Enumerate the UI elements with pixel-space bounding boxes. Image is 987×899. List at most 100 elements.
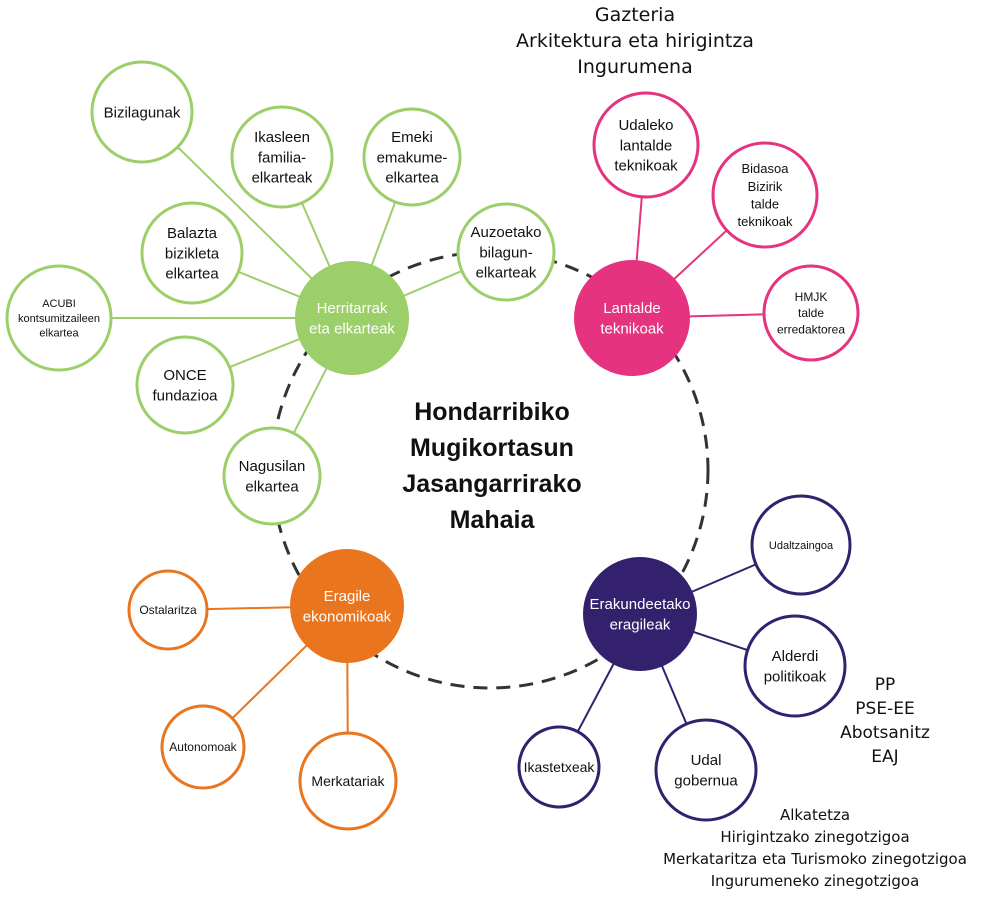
hub-label-line: Eragile (324, 588, 371, 605)
hub-circle (295, 261, 409, 375)
node-label-line: Udal (691, 752, 722, 769)
note-parties: PP PSE-EE Abotsanitz EAJ (830, 673, 940, 769)
node-circle (762, 264, 860, 362)
node-eragile-2: Merkatariak (298, 731, 398, 831)
node-circle (90, 60, 194, 164)
node-circle (362, 107, 462, 207)
node-circle (711, 141, 819, 249)
diagram-title-line: Mahaia (450, 506, 536, 534)
node-circle (298, 731, 398, 831)
node-label-line: Alderdi (772, 648, 819, 665)
node-label-line: talde (798, 306, 824, 320)
hub-eragile: Eragile ekonomikoak (290, 549, 404, 663)
node-label: Ikastetxeak (524, 759, 596, 775)
node-label-line: politikoak (764, 668, 827, 685)
node-label-line: lantalde (620, 137, 673, 154)
hub-label-line: Erakundeetako (590, 596, 691, 613)
hub-lantalde: Lantalde teknikoak (574, 260, 690, 376)
node-herritarrak-4: Auzoetako bilagun-elkarteak (456, 202, 556, 302)
node-circle (592, 91, 700, 199)
hub-circle (583, 557, 697, 671)
node-label: Alderdi politikoak (764, 648, 827, 685)
node-circle (743, 614, 847, 718)
diagram-title-line: Hondarribiko (414, 398, 570, 426)
node-label-line: emakume- (377, 149, 448, 166)
note-gazteria: Gazteria Arkitektura eta hirigintza Ingu… (495, 2, 775, 80)
note-line: Arkitektura eta hirigintza (516, 30, 754, 52)
node-label-line: gobernua (674, 772, 738, 789)
hub-circle (574, 260, 690, 376)
node-label: Autonomoak (169, 740, 237, 754)
node-circle (456, 202, 556, 302)
node-label-line: fundazioa (152, 387, 218, 404)
node-circle (140, 201, 244, 305)
node-eragile-1: Autonomoak (160, 704, 246, 790)
node-label-line: Ikasleen (254, 129, 310, 146)
note-line: Hirigintzako zinegotzigoa (720, 828, 910, 846)
node-label-line: elkartea (245, 478, 299, 495)
node-erakunde-0: Udaltzaingoa (750, 494, 852, 596)
node-label-line: kontsumitzaileen (18, 313, 100, 325)
node-label: Ostalaritza (139, 603, 197, 617)
diagram-title-line: Jasangarrirako (402, 470, 581, 498)
node-label-line: Ikastetxeak (524, 759, 596, 775)
node-circle (127, 569, 209, 651)
node-label: Bizilagunak (104, 104, 181, 121)
node-label: Ikasleen familia-elkarteak (252, 129, 313, 187)
node-label-line: elkartea (165, 266, 219, 283)
node-erakunde-1: Alderdi politikoak (743, 614, 847, 718)
node-herritarrak-0: Bizilagunak (90, 60, 194, 164)
node-label-line: talde (751, 196, 779, 211)
node-label-line: familia- (258, 149, 306, 166)
node-label-line: teknikoak (738, 214, 793, 229)
node-circle (654, 718, 758, 822)
node-label-line: elkarteak (476, 265, 537, 282)
node-label-line: Udaleko (618, 117, 673, 134)
hub-label-line: ekonomikoak (303, 608, 392, 625)
hub-label: Lantalde teknikoak (600, 300, 664, 337)
node-circle (222, 426, 322, 526)
node-label-line: Auzoetako (471, 224, 542, 241)
node-circle (160, 704, 246, 790)
node-circle (5, 264, 113, 372)
node-label-line: erredaktorea (777, 322, 845, 336)
hub-label-line: teknikoak (600, 320, 664, 337)
hub-label-line: Herritarrak (317, 300, 388, 317)
node-label-line: elkartea (385, 170, 439, 187)
hub-label-line: Lantalde (603, 300, 661, 317)
node-label-line: ACUBI (42, 298, 76, 310)
node-label-line: Udaltzaingoa (769, 540, 834, 552)
hub-label: Eragile ekonomikoak (303, 588, 392, 625)
node-circle (750, 494, 852, 596)
node-label-line: Autonomoak (169, 740, 237, 754)
node-erakunde-3: Ikastetxeak (517, 725, 601, 809)
note-line: PP (874, 675, 896, 695)
node-label-line: Ostalaritza (139, 603, 197, 617)
note-line: Gazteria (594, 4, 676, 26)
node-label-line: bilagun- (479, 244, 532, 261)
node-label-line: HMJK (795, 290, 828, 304)
note-line: Merkataritza eta Turismoko zinegotzigoa (663, 850, 967, 868)
node-lantalde-2: HMJK talde erredaktorea (762, 264, 860, 362)
note-gobernua: Alkatetza Hirigintzako zinegotzigoa Merk… (645, 804, 985, 892)
node-label-line: elkarteak (252, 170, 313, 187)
node-erakunde-2: Udal gobernua (654, 718, 758, 822)
node-label: Udaltzaingoa (769, 540, 834, 552)
node-label-line: Merkatariak (311, 773, 385, 789)
